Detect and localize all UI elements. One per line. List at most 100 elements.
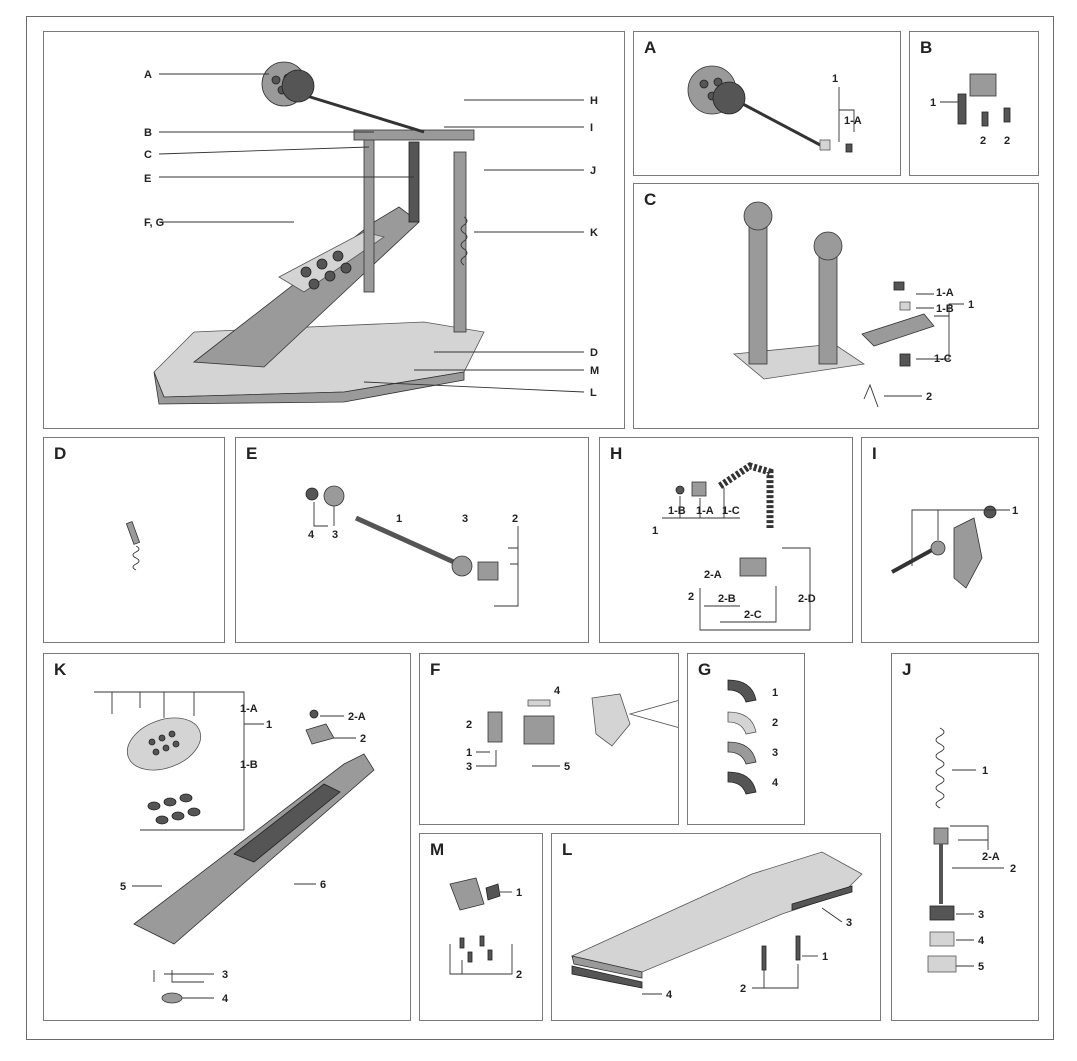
main-callout-m: M xyxy=(590,365,599,377)
panel-J: J 1 2-A 2 3 4 5 xyxy=(891,653,1039,1021)
panel-B-drawing: 1 2 2 xyxy=(930,73,1011,147)
panel-M-label-2: 2 xyxy=(516,969,522,981)
main-callout-a: A xyxy=(144,69,152,81)
panel-J-label-1: 1 xyxy=(982,765,988,777)
panel-H: H 1-B 1-A 1-C 1 2-A 2 2-B 2-C 2-D xyxy=(599,437,853,643)
panel-A-label-1: 1 xyxy=(832,73,838,85)
main-callout-e: E xyxy=(144,173,151,185)
panel-K-letter: K xyxy=(54,660,67,679)
panel-E-drawing: 1 3 2 4 3 xyxy=(305,485,519,607)
panel-E-letter: E xyxy=(246,444,258,463)
panel-M-label-1: 1 xyxy=(516,887,522,899)
panel-E-label-2: 2 xyxy=(512,513,518,525)
panel-F-label-2: 2 xyxy=(466,719,472,731)
main-callout-h: H xyxy=(590,95,598,107)
panel-E-label-3b: 3 xyxy=(462,513,468,525)
panel-K-label-1A: 1-A xyxy=(240,703,258,715)
panel-E: E 1 3 2 4 3 xyxy=(235,437,589,643)
panel-E-label-3a: 3 xyxy=(332,529,338,541)
panel-H-label-1: 1 xyxy=(652,525,658,537)
panel-H-label-2A: 2-A xyxy=(704,569,722,581)
panel-B-label-2b: 2 xyxy=(1004,135,1010,147)
panel-B-letter: B xyxy=(920,38,933,57)
panel-J-label-4: 4 xyxy=(978,935,985,947)
panel-C-label-1A: 1-A xyxy=(936,287,954,299)
main-callout-k: K xyxy=(590,227,598,239)
panel-F-label-3: 3 xyxy=(466,761,472,773)
panel-L-label-2: 2 xyxy=(740,983,746,995)
panel-G: G 1 2 3 4 xyxy=(687,653,805,825)
main-callout-c: C xyxy=(144,149,152,161)
panel-F-drawing: 4 2 1 3 5 xyxy=(466,685,678,773)
panel-L: L 3 1 2 4 xyxy=(551,833,881,1021)
panel-H-label-1C: 1-C xyxy=(722,505,740,517)
main-callout-b: B xyxy=(144,127,152,139)
panel-J-label-2A: 2-A xyxy=(982,851,1000,863)
main-callout-fg: F, G xyxy=(144,217,164,229)
panel-C-label-1: 1 xyxy=(968,299,974,311)
panel-J-letter: J xyxy=(902,660,912,679)
panel-C-label-1B: 1-B xyxy=(936,303,954,315)
panel-H-label-1A: 1-A xyxy=(696,505,714,517)
panel-D-letter: D xyxy=(54,444,67,463)
panel-B-label-2a: 2 xyxy=(980,135,986,147)
main-callout-j: J xyxy=(590,165,596,177)
panel-J-label-5: 5 xyxy=(978,961,984,973)
panel-J-label-3: 3 xyxy=(978,909,984,921)
panel-K-label-2: 2 xyxy=(360,733,366,745)
panel-I-label-1: 1 xyxy=(1012,505,1018,517)
panel-C-label-1C: 1-C xyxy=(934,353,952,365)
panel-H-label-1B: 1-B xyxy=(668,505,686,517)
panel-F-label-1: 1 xyxy=(466,747,472,759)
panel-G-label-1: 1 xyxy=(772,687,778,699)
panel-B: B 1 2 2 xyxy=(909,31,1039,176)
panel-H-letter: H xyxy=(610,444,623,463)
panel-M-letter: M xyxy=(430,840,445,859)
panel-K-drawing: 1-A 1 1-B 2-A 2 5 6 3 4 xyxy=(94,691,375,1005)
panel-K-label-2A: 2-A xyxy=(348,711,366,723)
main-callout-d: D xyxy=(590,347,598,359)
panel-G-label-2: 2 xyxy=(772,717,778,729)
panel-L-drawing: 3 1 2 4 xyxy=(570,851,863,1001)
panel-D-drawing xyxy=(125,521,141,571)
panel-F: F 4 2 1 3 5 xyxy=(419,653,679,825)
panel-C-drawing: 1-A 1-B 1 1-C 2 xyxy=(733,201,974,408)
panel-K-label-1: 1 xyxy=(266,719,272,731)
panel-I-letter: I xyxy=(872,444,877,463)
main-assembly-drawing: A BCE F, G H I J K DML xyxy=(144,61,599,405)
panel-K-label-3: 3 xyxy=(222,969,228,981)
panel-L-label-4: 4 xyxy=(666,989,673,1001)
panel-D: D xyxy=(43,437,225,643)
panel-I: I 1 xyxy=(861,437,1039,643)
panel-F-label-4: 4 xyxy=(554,685,561,697)
panel-H-drawing: 1-B 1-A 1-C 1 2-A 2 2-B 2-C 2-D xyxy=(652,462,816,631)
panel-M: M 1 2 xyxy=(419,833,543,1021)
panel-A-label-1A: 1-A xyxy=(844,115,862,127)
panel-B-label-1: 1 xyxy=(930,97,936,109)
panel-L-label-3: 3 xyxy=(846,917,852,929)
panel-L-letter: L xyxy=(562,840,573,859)
panel-H-label-2: 2 xyxy=(688,591,694,603)
panel-K-label-6: 6 xyxy=(320,879,326,891)
panel-A-drawing: 1 1-A xyxy=(687,65,862,153)
panel-C-letter: C xyxy=(644,190,657,209)
panel-C-label-2: 2 xyxy=(926,391,932,403)
panel-G-label-4: 4 xyxy=(772,777,779,789)
panel-M-drawing: 1 2 xyxy=(449,877,522,981)
panel-K: K 1-A 1 1-B 2-A 2 5 6 xyxy=(43,653,411,1021)
panel-G-letter: G xyxy=(698,660,712,679)
main-callout-l: L xyxy=(590,387,597,399)
panel-A: A 1 1-A xyxy=(633,31,901,176)
panel-A-letter: A xyxy=(644,38,657,57)
panel-G-drawing: 1 2 3 4 xyxy=(727,679,779,795)
main-callout-i: I xyxy=(590,122,593,134)
panel-J-label-2: 2 xyxy=(1010,863,1016,875)
panel-G-label-3: 3 xyxy=(772,747,778,759)
panel-E-label-4: 4 xyxy=(308,529,315,541)
panel-K-label-4: 4 xyxy=(222,993,229,1005)
panel-E-label-1: 1 xyxy=(396,513,402,525)
panel-H-label-2D: 2-D xyxy=(798,593,816,605)
panel-K-label-5: 5 xyxy=(120,881,126,893)
